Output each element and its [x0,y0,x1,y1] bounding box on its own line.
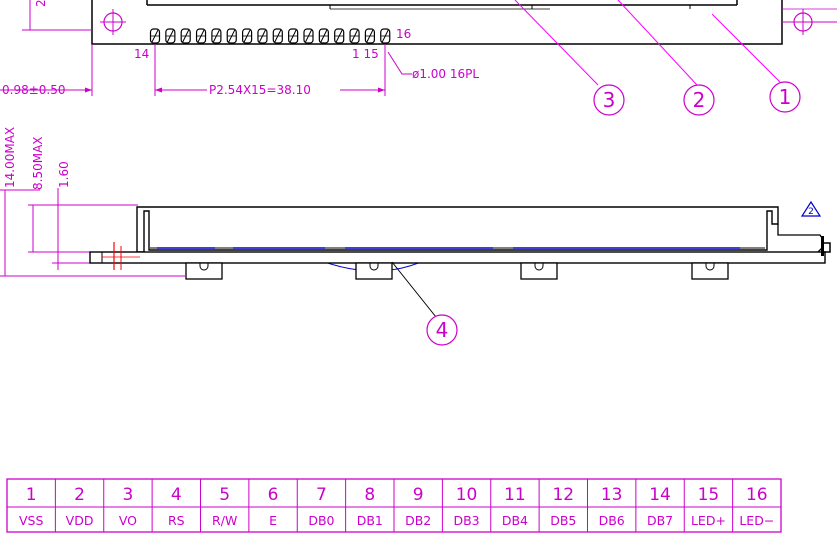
standoff-1 [185,262,223,280]
pin-number-cell: 16 [746,485,768,505]
pin-number-cell: 3 [123,485,134,505]
top-view: 2 14 1 15 16 0.98±0.50 P2.54X15=38.10 ø1… [0,0,837,97]
pin-number-cell: 5 [219,485,230,505]
dim-pcb-thickness: 1.60 [57,161,71,188]
pin-pad [165,28,176,44]
pcb-outline [91,0,783,45]
pin-pad [149,28,161,44]
dim-hole: ø1.00 16PL [412,67,479,81]
pin-signal-cell: R/W [212,513,237,528]
balloon-2: 2 [683,84,715,116]
pin-signal-cell: DB7 [647,513,673,528]
balloon-4: 4 [426,314,458,346]
pin-pad [226,28,237,44]
pin-pad [303,28,314,44]
pin-signal-cell: DB0 [308,513,334,528]
pin-number-cell: 8 [364,485,375,505]
pin-number-cell: 9 [413,485,424,505]
dim-pitch: P2.54X15=38.10 [209,83,311,97]
pin-pad [349,28,360,44]
pin-number-cell: 15 [698,485,720,505]
pin-pad [288,28,299,44]
pin-number-cell: 7 [316,485,327,505]
pin-number-cell: 2 [74,485,85,505]
pin-pad [257,28,268,44]
pin-pad [318,28,329,44]
mounting-hole-left [100,9,126,35]
pin-number-cell: 10 [456,485,478,505]
balloon-1: 1 [769,81,801,113]
pin-pad [364,28,375,44]
pin-signal-cell: E [269,513,277,528]
pin-number-cell: 4 [171,485,182,505]
pin-signal-cell: DB2 [405,513,431,528]
dim-module-height: 8.50MAX [31,136,45,190]
pcb-side [89,251,826,264]
pin-label-1-15: 1 15 [352,47,379,61]
dim-pin-offset: 0.98±0.50 [2,83,66,97]
pin-number-cell: 1 [26,485,37,505]
backlight-connector [777,224,823,253]
pin-signal-cell: LED− [739,513,774,528]
pin-pad [380,28,391,44]
pin-pad [242,28,253,44]
side-view: 14.00MAX 8.50MAX 1.60 [0,127,831,318]
standoff-2 [355,262,393,280]
svg-text:1: 1 [779,85,792,109]
pin-signal-cell: DB3 [453,513,479,528]
balloon-3: 3 [593,84,625,116]
pin-signal-cell: DB6 [599,513,625,528]
pin-pad [211,28,222,44]
dim-top-left-label: 2 [34,0,48,7]
pin-number-cell: 11 [504,485,526,505]
pin-pad [334,28,345,44]
pin-signal-cell: VO [119,513,137,528]
svg-text:3: 3 [603,88,616,112]
svg-text:4: 4 [436,318,449,342]
pin-number-cell: 12 [552,485,574,505]
lcd-body [136,206,779,253]
pin-signal-cell: DB5 [550,513,576,528]
pin-label-16: 16 [396,27,411,41]
pin-pad [195,28,207,44]
pin-pad [180,28,191,44]
pin-number-cell: 6 [268,485,279,505]
pin-pad [272,28,283,44]
pin-signal-cell: DB1 [357,513,383,528]
pin-number-cell: 13 [601,485,623,505]
svg-text:2: 2 [808,207,814,217]
pin-signal-cell: LED+ [691,513,726,528]
pin-signal-cell: VSS [19,513,43,528]
revision-triangle: 2 [800,200,822,217]
standoff-3 [520,262,558,280]
svg-text:2: 2 [693,88,706,112]
dim-total-height: 14.00MAX [3,127,17,188]
pin-signal-cell: DB4 [502,513,528,528]
pin-header [149,28,391,44]
pin-signal-cell: RS [168,513,185,528]
standoff-4 [691,262,729,280]
pin-label-14: 14 [134,47,149,61]
pin-number-cell: 14 [649,485,671,505]
pin-signal-cell: VDD [66,513,94,528]
